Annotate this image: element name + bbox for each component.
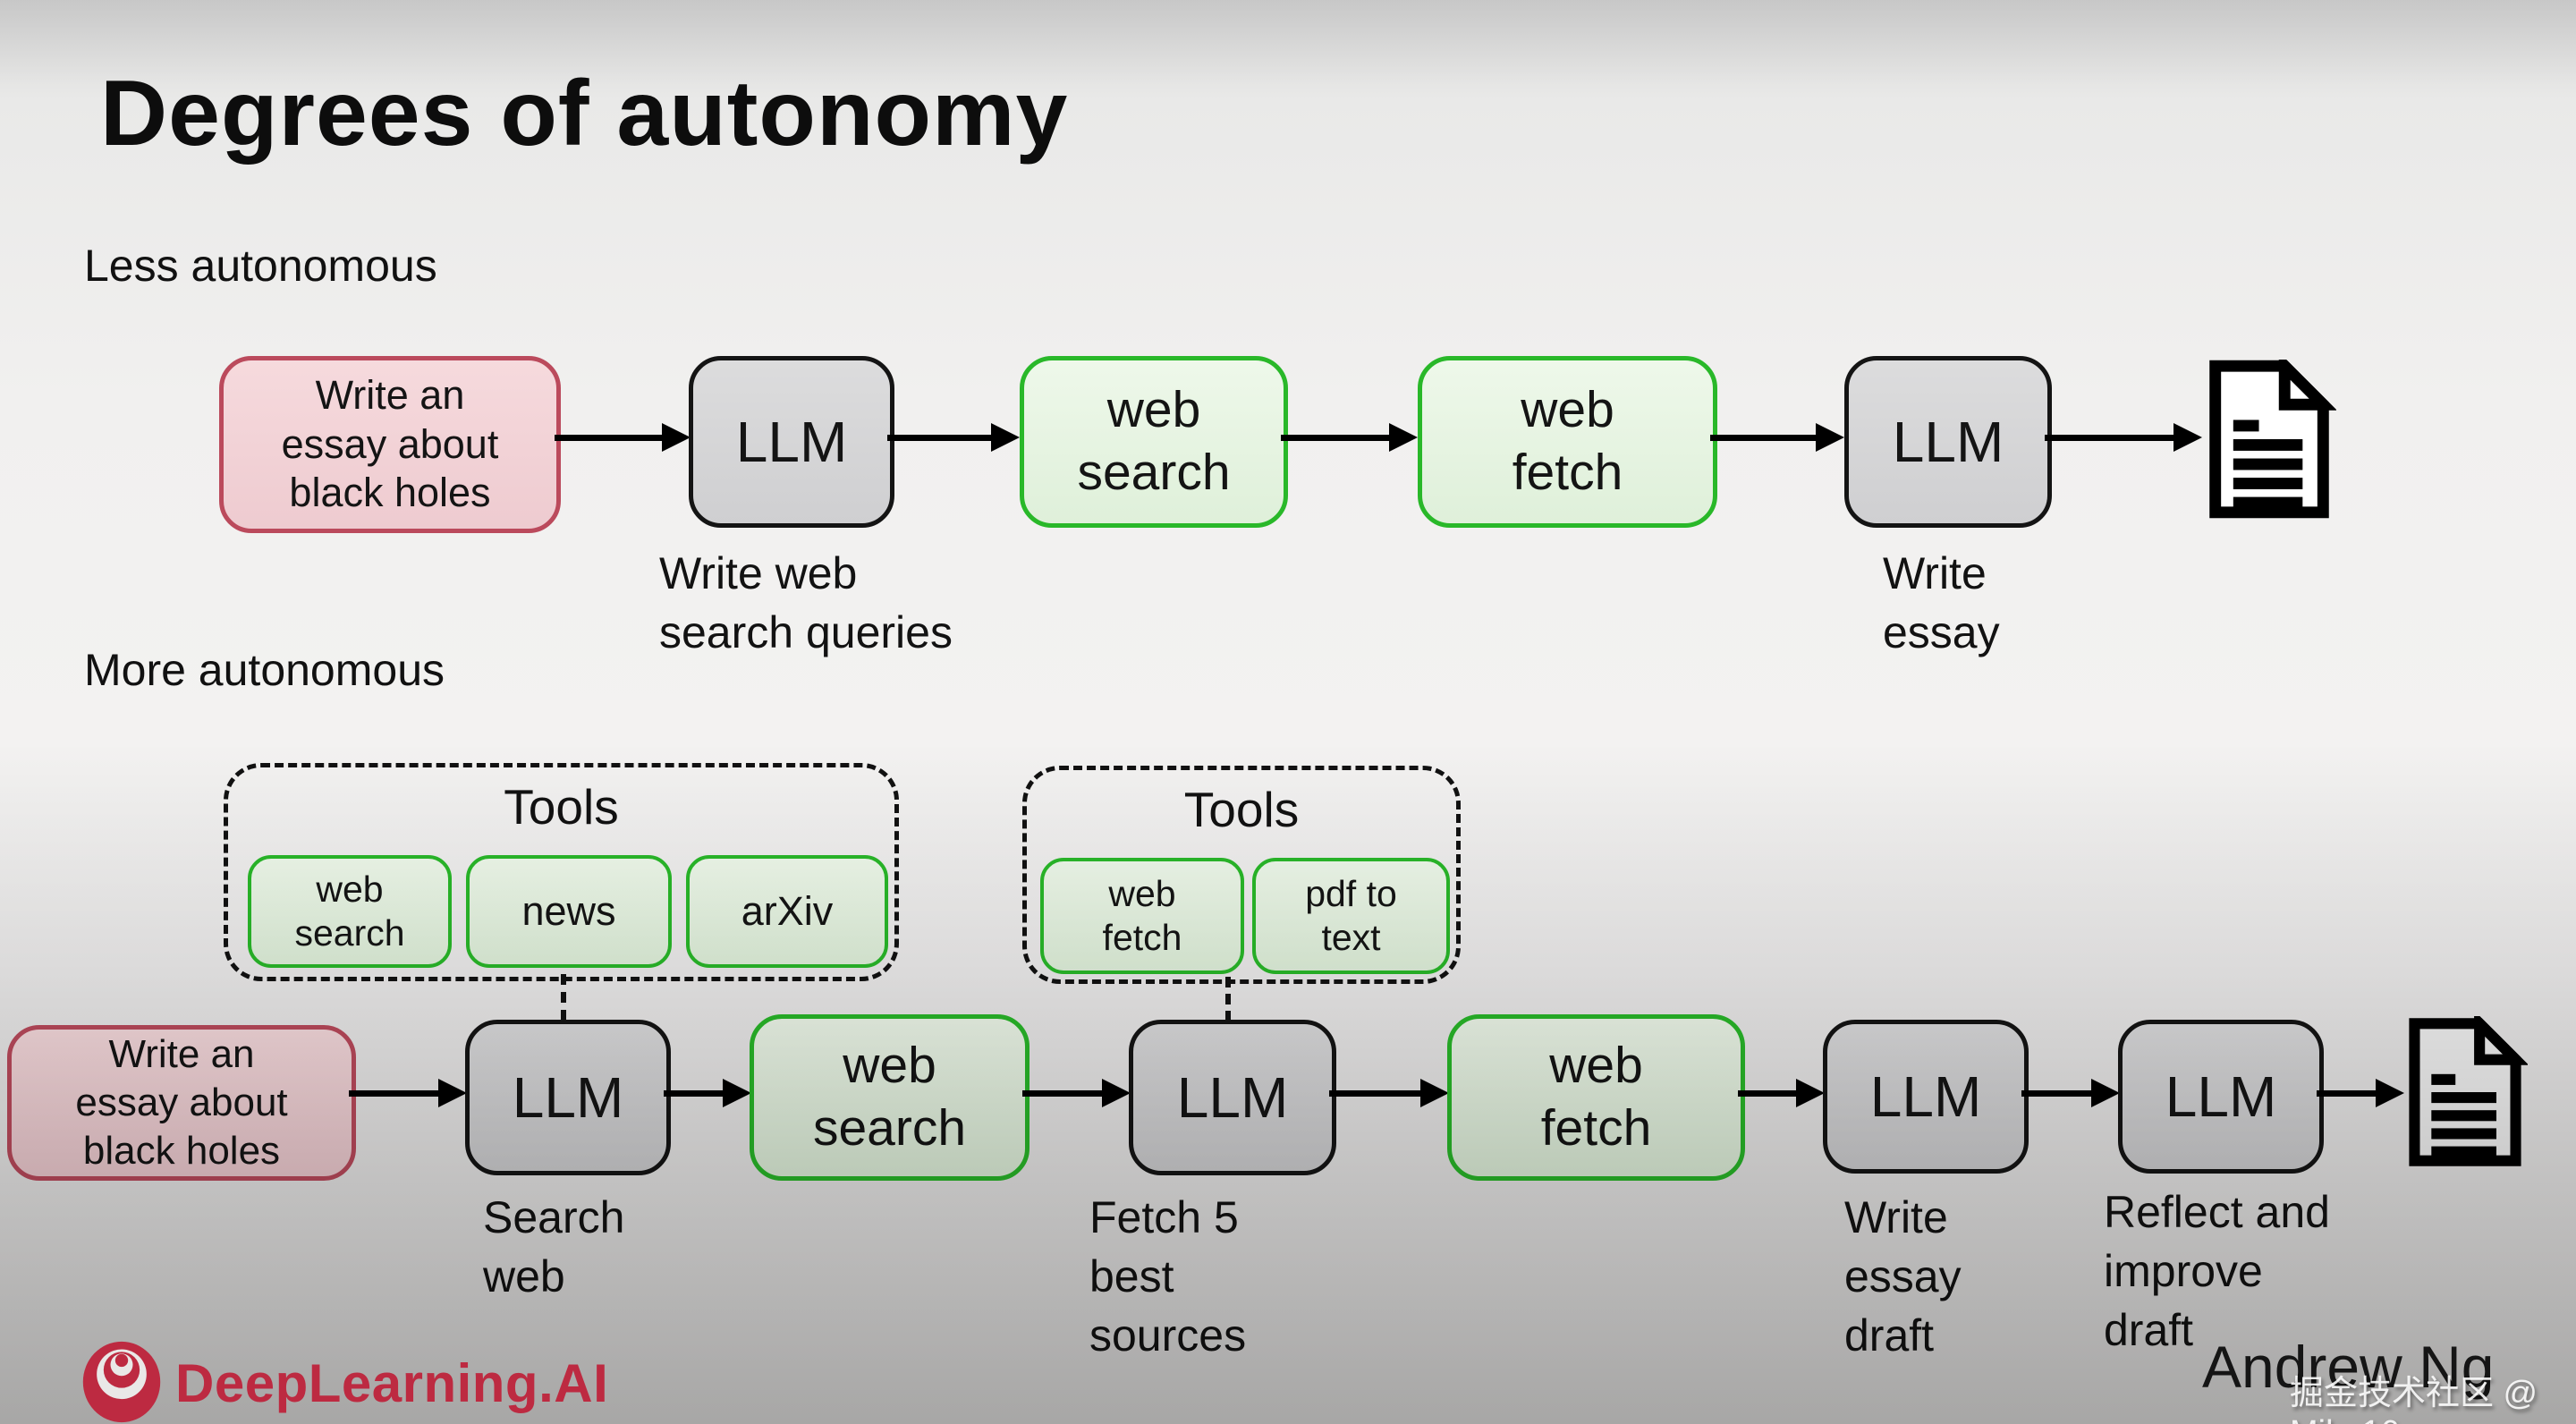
caption-write-web-search-queries: Write web search queries [659,548,953,657]
tools-group-fetch: Tools web fetch pdf to text [1022,766,1461,984]
prompt-node: Write an essay about black holes [219,356,561,533]
tool-pdf-to-text: pdf to text [1252,858,1450,974]
llm-node: LLM [1823,1020,2029,1174]
tools-connector [1225,977,1231,1021]
flow-arrow [2317,1079,2404,1107]
watermark: 掘金技术社区 @ Miku16 [2290,1375,2538,1424]
flow-arrow [2021,1079,2120,1107]
flow-arrow [1022,1079,1131,1107]
tools-connector [561,974,566,1021]
llm-node: LLM [2118,1020,2324,1174]
caption-search-web: Search web [483,1192,625,1301]
flow-arrow [2045,423,2202,452]
flow-arrow [1281,423,1418,452]
flow-arrow [887,423,1020,452]
tool-news: news [466,855,672,968]
flow-arrow [664,1079,751,1107]
tools-group-search: Tools web search news arXiv [224,763,899,981]
flow-arrow [349,1079,467,1107]
llm-node: LLM [1844,356,2052,528]
more-autonomous-heading: More autonomous [84,645,445,695]
web-search-node: web search [1020,356,1288,528]
deeplearning-ai-wordmark: DeepLearning.AI [175,1353,609,1413]
llm-node: LLM [1129,1020,1336,1175]
prompt-node: Write an essay about black holes [7,1025,356,1181]
tool-arxiv: arXiv [686,855,888,968]
flow-arrow [1738,1079,1825,1107]
document-icon [2402,1010,2529,1168]
web-fetch-node: web fetch [1418,356,1717,528]
flow-arrow [555,423,691,452]
less-autonomous-heading: Less autonomous [84,241,437,291]
llm-node: LLM [689,356,894,528]
tools-title: Tools [1183,782,1300,837]
web-search-node: web search [750,1014,1030,1181]
caption-fetch-5-best-sources: Fetch 5 best sources [1089,1192,1247,1360]
flow-arrow [1329,1079,1449,1107]
page-title: Degrees of autonomy [100,62,1069,165]
document-icon [2202,352,2337,519]
tool-web-fetch: web fetch [1040,858,1244,974]
deeplearning-ai-logo: DeepLearning.AI [79,1338,608,1424]
web-fetch-node: web fetch [1447,1014,1745,1181]
llm-node: LLM [465,1020,671,1175]
author-name: Andrew Ng [2202,1334,2495,1400]
caption-write-essay: Write essay [1883,548,2000,657]
tools-title: Tools [504,779,619,835]
flow-arrow [1710,423,1844,452]
tool-web-search: web search [248,855,452,968]
caption-write-essay-draft: Write essay draft [1844,1192,1962,1360]
caption-reflect-improve-draft: Reflect and improve draft [2104,1187,2330,1355]
deeplearning-ai-logo-icon [79,1338,165,1424]
